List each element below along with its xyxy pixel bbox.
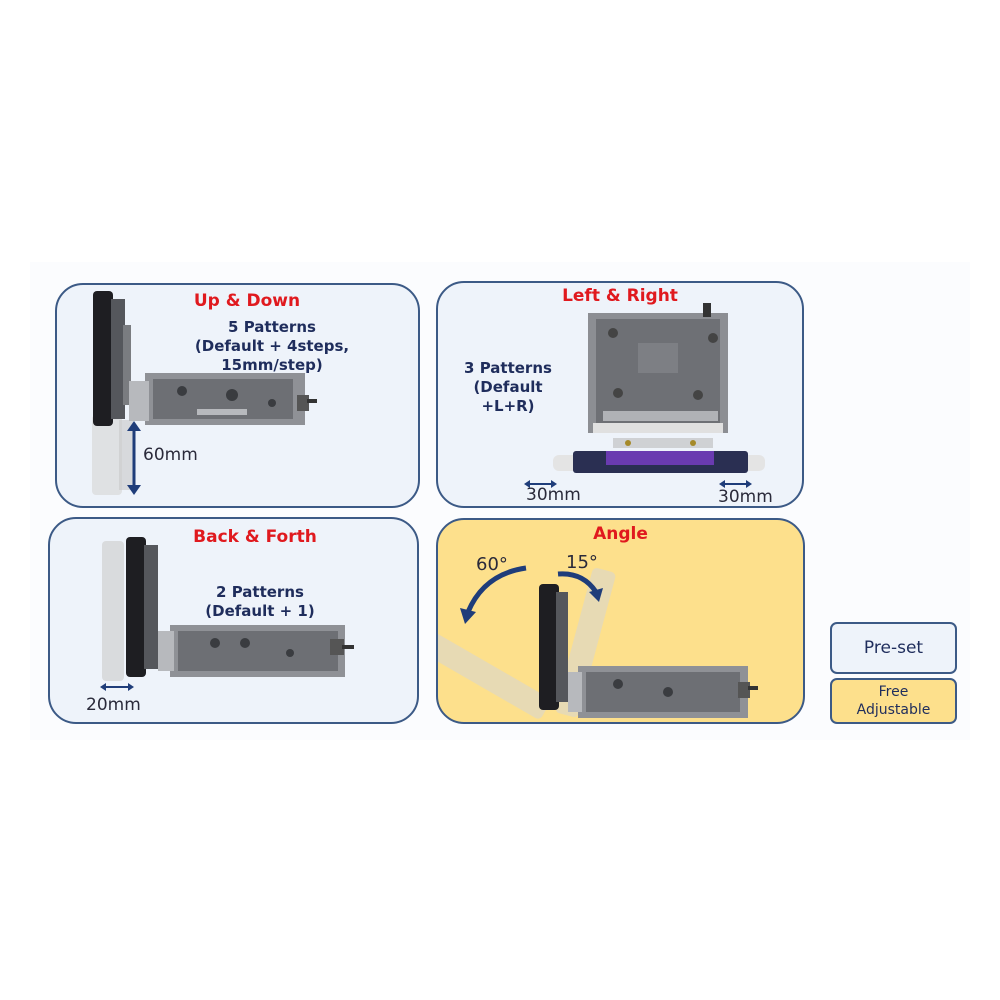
angle-label-15: 15°: [566, 552, 598, 573]
panel-title: Left & Right: [562, 286, 678, 306]
left-right-illustration: [524, 303, 765, 488]
dimension-label: 60mm: [143, 445, 198, 465]
panel-title: Up & Down: [193, 291, 301, 311]
pattern-description: 5 Patterns (Default + 4steps, 15mm/step): [194, 318, 350, 374]
panel-angle: Angle 60° 15°: [436, 518, 805, 724]
legend-free-label: Free Adjustable: [856, 684, 931, 718]
pattern-description: 2 Patterns (Default + 1): [205, 583, 315, 620]
panel-title: Back & Forth: [193, 527, 317, 547]
panel-up-down: Up & Down 5 Patterns (Default + 4steps, …: [55, 283, 420, 508]
dimension-label: 20mm: [86, 695, 141, 715]
panel-back-forth: Back & Forth 2 Patterns (Default + 1) 20…: [48, 517, 419, 724]
legend-free: Free Adjustable: [830, 678, 957, 724]
panel-title: Angle: [593, 524, 648, 544]
angle-label-60: 60°: [476, 554, 508, 575]
angle-illustration: [438, 565, 758, 719]
up-down-illustration: [92, 291, 317, 495]
legend-preset: Pre-set: [830, 622, 957, 674]
panel-left-right: Left & Right 3 Patterns (Default +L+R): [436, 281, 804, 508]
dimension-label-right: 30mm: [718, 487, 773, 507]
legend-preset-label: Pre-set: [863, 638, 924, 658]
pattern-description: 3 Patterns (Default +L+R): [464, 359, 552, 415]
dimension-label-left: 30mm: [526, 485, 581, 505]
back-forth-illustration: [100, 537, 354, 691]
